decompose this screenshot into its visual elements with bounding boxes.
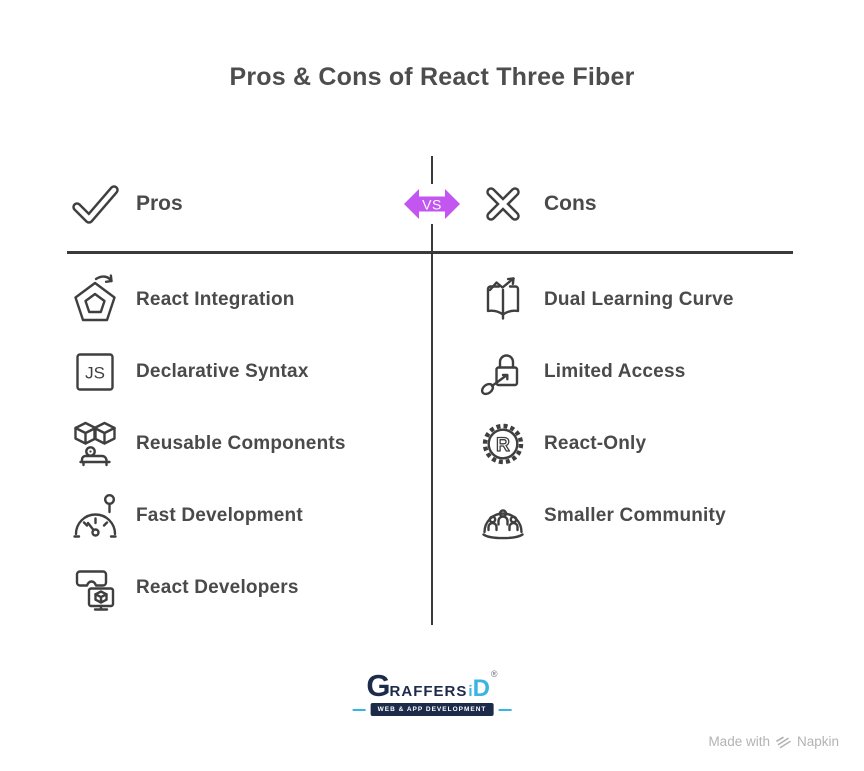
vs-badge: VS	[404, 186, 460, 222]
item-label: React Integration	[136, 289, 295, 310]
js-glyph: JS	[85, 364, 105, 383]
pro-item-fast-development: Fast Development	[66, 484, 303, 548]
book-trend-icon	[474, 274, 532, 326]
logo-tagline: WEB & APP DEVELOPMENT	[370, 703, 494, 716]
pro-item-reusable-components: Reusable Components	[66, 412, 346, 476]
lock-key-icon	[474, 346, 532, 398]
napkin-watermark: Made with Napkin	[708, 734, 839, 749]
cons-header: Cons	[474, 172, 597, 236]
vertical-divider-bottom	[431, 224, 433, 625]
registered-mark: ®	[490, 669, 498, 679]
item-label: Reusable Components	[136, 433, 346, 454]
logo-tagline-row: WEB & APP DEVELOPMENT	[352, 703, 512, 716]
item-label: Dual Learning Curve	[544, 289, 734, 310]
item-label: Limited Access	[544, 361, 686, 382]
pros-label: Pros	[136, 192, 183, 215]
con-item-smaller-community: Smaller Community	[474, 484, 726, 548]
logo-letter-d: D	[472, 675, 490, 702]
vr-monitor-icon	[66, 562, 124, 614]
logo-letter-i: i	[468, 683, 473, 700]
item-label: Fast Development	[136, 505, 303, 526]
pros-header: Pros	[66, 172, 183, 236]
r-glyph: R	[496, 435, 510, 456]
vs-arrow-shape	[404, 189, 460, 219]
item-label: React-Only	[544, 433, 647, 454]
horizontal-divider	[67, 251, 793, 254]
pentagon-sync-icon	[66, 274, 124, 326]
pro-item-react-developers: React Developers	[66, 556, 299, 620]
con-item-dual-learning-curve: Dual Learning Curve	[474, 268, 734, 332]
watermark-text: Made with	[708, 734, 770, 749]
pro-item-react-integration: React Integration	[66, 268, 295, 332]
tagline-dash-left	[352, 708, 366, 711]
cons-label: Cons	[544, 192, 597, 215]
gear-r-icon: R	[474, 418, 532, 470]
speedometer-icon	[66, 490, 124, 542]
logo-raffers: RAFFERS	[389, 683, 468, 700]
vertical-divider-top	[431, 156, 433, 184]
item-label: Declarative Syntax	[136, 361, 309, 382]
cubes-projector-icon	[66, 418, 124, 470]
logo-letter-g: G	[366, 668, 390, 703]
tagline-dash-right	[498, 708, 512, 711]
item-label: Smaller Community	[544, 505, 726, 526]
vs-label: VS	[422, 197, 442, 213]
check-icon	[66, 179, 124, 229]
watermark-brand: Napkin	[796, 734, 839, 749]
item-label: React Developers	[136, 577, 299, 598]
page-title: Pros & Cons of React Three Fiber	[229, 63, 635, 91]
cross-icon	[474, 178, 532, 230]
dome-people-icon	[474, 490, 532, 542]
js-badge-icon: JS	[66, 346, 124, 398]
con-item-limited-access: Limited Access	[474, 340, 686, 404]
pro-item-declarative-syntax: JS Declarative Syntax	[66, 340, 309, 404]
napkin-icon	[776, 736, 791, 748]
con-item-react-only: R React-Only	[474, 412, 646, 476]
